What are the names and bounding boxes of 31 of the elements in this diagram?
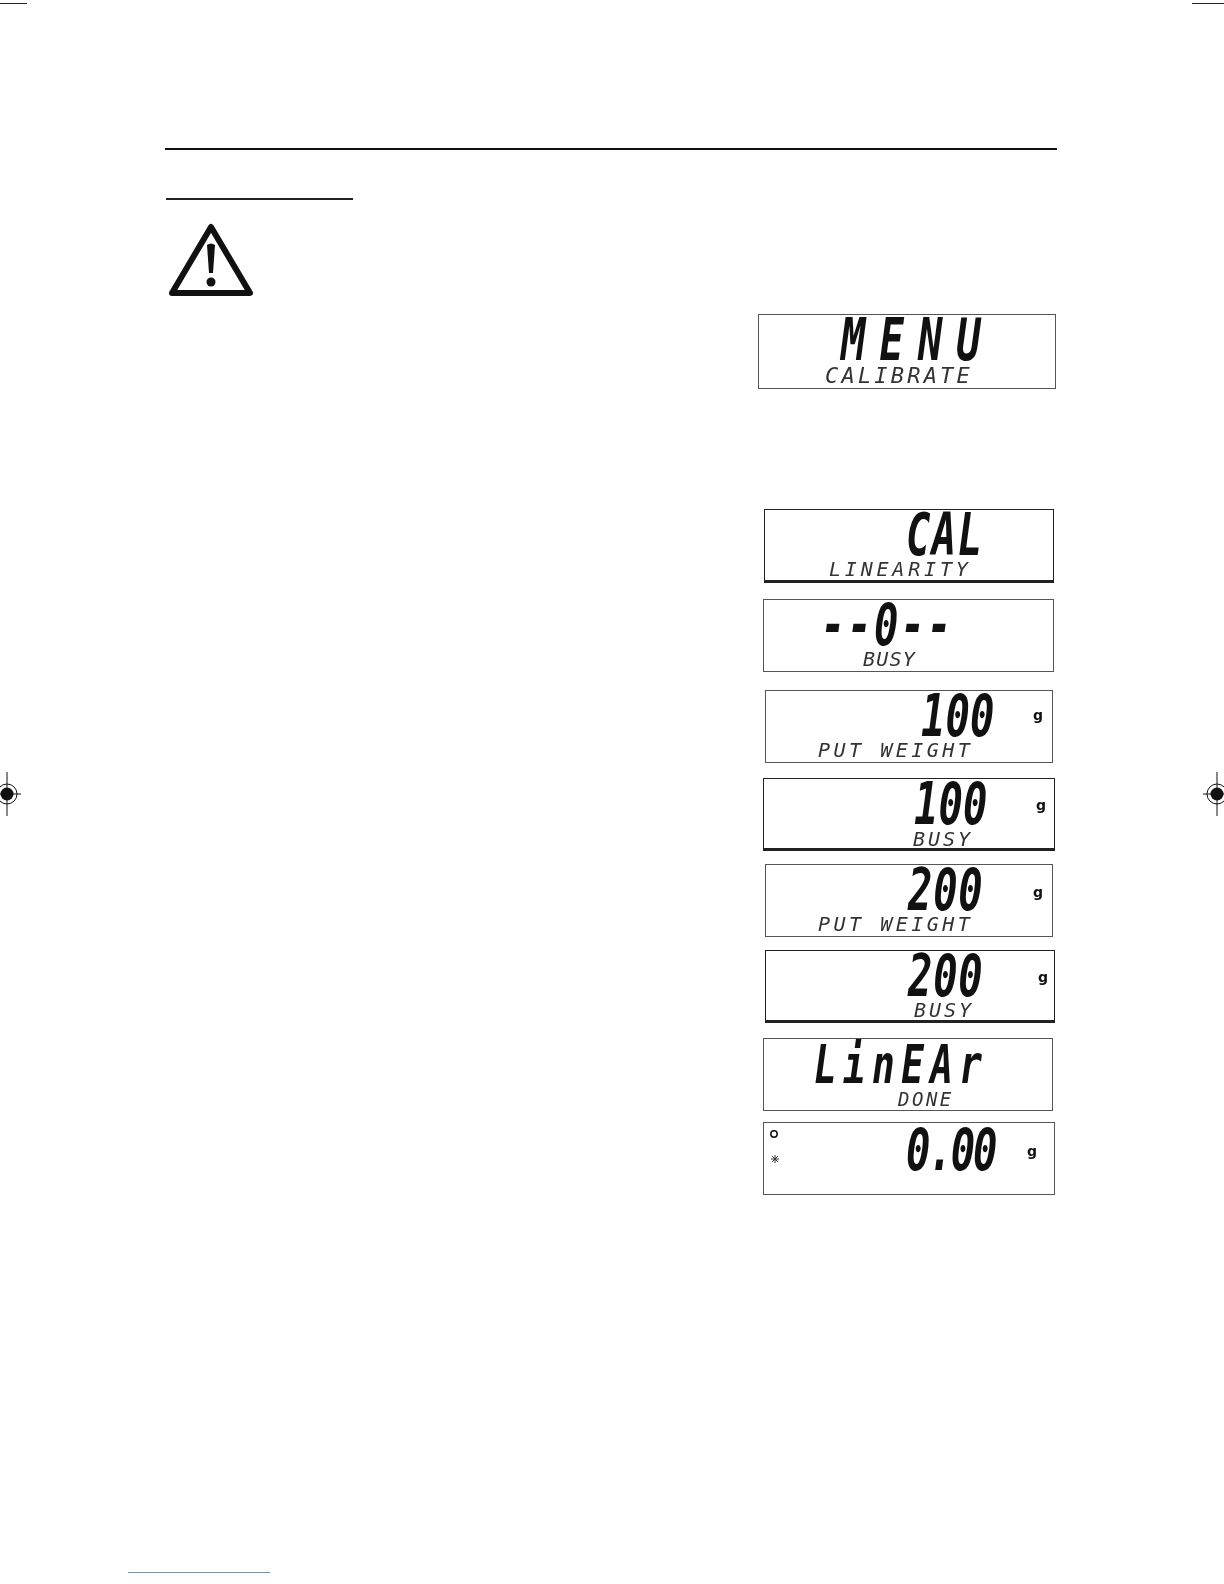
display-message: DONE xyxy=(898,1092,954,1108)
display-message: BUSY xyxy=(863,651,916,667)
lcd-display-panel xyxy=(758,314,1056,389)
display-reading: 100 xyxy=(921,694,995,740)
display-reading: 0.00 xyxy=(906,1128,996,1174)
display-message: CALIBRATE xyxy=(825,367,973,385)
unit-label: g xyxy=(1038,970,1049,984)
display-reading: 100 xyxy=(914,782,988,828)
display-message: PUT WEIGHT xyxy=(818,742,974,758)
display-reading: CAL xyxy=(906,513,984,559)
display-message: PUT WEIGHT xyxy=(818,916,974,932)
lcd-display-panel xyxy=(763,1038,1053,1111)
display-reading: LinEAr xyxy=(814,1040,989,1091)
lcd-display-panel xyxy=(763,778,1055,851)
lcd-display-panel xyxy=(763,1122,1055,1195)
display-message: LINEARITY xyxy=(829,561,972,577)
display-reading: 200 xyxy=(908,868,984,914)
unit-label: g xyxy=(1027,1144,1038,1158)
unit-label: g xyxy=(1033,885,1044,899)
display-reading: 200 xyxy=(908,954,984,1000)
display-reading: --0-- xyxy=(821,603,954,649)
display-message: BUSY xyxy=(913,831,974,847)
display-message: BUSY xyxy=(914,1002,975,1018)
lcd-display-panel xyxy=(765,950,1055,1023)
lcd-display-panel xyxy=(765,864,1053,937)
lcd-display-panel xyxy=(764,509,1054,583)
lcd-display-panel xyxy=(765,690,1053,763)
unit-label: g xyxy=(1033,708,1044,722)
lcd-display-panel xyxy=(763,599,1054,672)
unit-label: g xyxy=(1036,798,1047,812)
display-reading: MENU xyxy=(841,318,995,364)
